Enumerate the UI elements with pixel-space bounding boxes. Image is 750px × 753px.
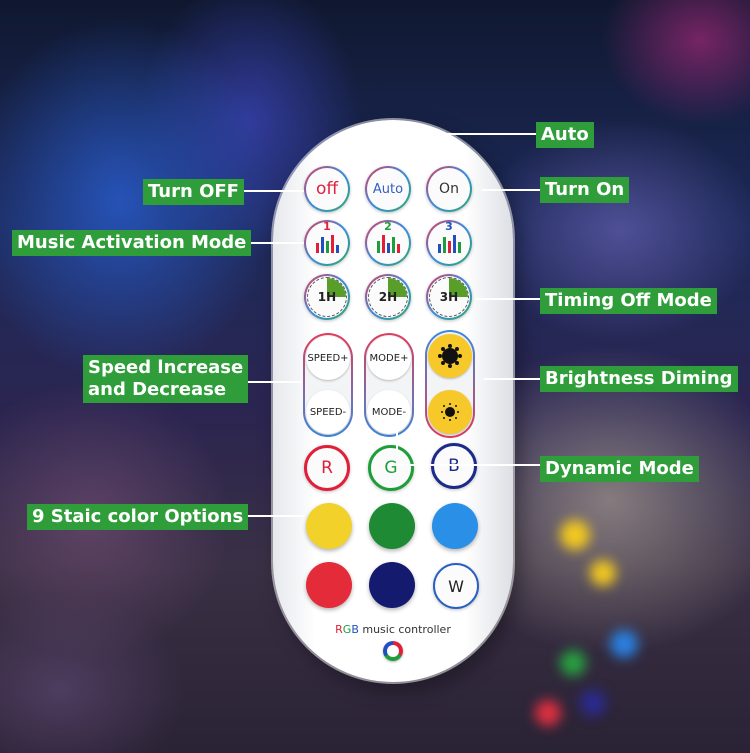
white-button[interactable]: W [433,563,479,609]
green-dynamic-button[interactable]: G [368,445,414,491]
clock-icon: 3H [429,277,469,317]
speed-label: Speed lncrease and Decrease [83,355,249,403]
clock-icon: 2H [368,277,408,317]
remote-control: off Auto On 1 2 3 1H 2H 3H SPEED+ [273,120,513,682]
turn-on-label: Turn On [540,177,630,203]
music-mode-label: Music Activation Mode [12,230,252,256]
callout-line [396,464,540,466]
bokeh-light [580,690,606,716]
dynamic-mode-label: Dynamic Mode [540,456,699,482]
green-color-button[interactable] [369,503,415,549]
callout-line [244,515,304,517]
static-color-label: 9 Staic color Options [27,504,249,530]
mode-down-button[interactable]: MODE- [367,390,411,434]
timing-off-label: Timing Off Mode [540,288,717,314]
sun-icon [442,348,458,364]
equalizer-icon: 3 [437,220,461,253]
turn-off-label: Turn OFF [143,179,244,205]
speed-up-button[interactable]: SPEED+ [306,336,350,380]
brand-logo-icon [383,641,403,661]
speed-rocker: SPEED+ SPEED- [303,333,353,437]
callout-line [396,432,398,454]
brightness-rocker [425,330,475,438]
red-color-button[interactable] [306,562,352,608]
brightness-up-button[interactable] [428,334,472,378]
red-dynamic-button[interactable]: R [304,445,350,491]
off-button[interactable]: off [304,166,350,212]
auto-button[interactable]: Auto [365,166,411,212]
brightness-label: Brightness Diming [540,366,738,392]
auto-label: Auto [536,122,594,148]
music-mode-2-button[interactable]: 2 [365,220,411,266]
callout-line [244,242,304,244]
equalizer-icon: 1 [315,220,339,253]
yellow-color-button[interactable] [306,503,352,549]
equalizer-icon: 2 [376,220,400,253]
callout-line [484,378,540,380]
callout-line [244,381,302,383]
bokeh-light [610,630,638,658]
timer-3h-button[interactable]: 3H [426,274,472,320]
auto-button-label: Auto [372,181,404,197]
speed-down-button[interactable]: SPEED- [306,390,350,434]
brand-text: RGB music controller [335,623,451,636]
callout-line [482,189,540,191]
blue-color-button[interactable] [432,503,478,549]
bokeh-light [560,650,586,676]
bokeh-light [560,520,590,550]
callout-line [476,298,540,300]
callout-line [244,190,304,192]
timer-2h-button[interactable]: 2H [365,274,411,320]
on-button-label: On [439,181,459,197]
music-mode-1-button[interactable]: 1 [304,220,350,266]
off-button-label: off [315,179,339,199]
on-button[interactable]: On [426,166,472,212]
music-mode-3-button[interactable]: 3 [426,220,472,266]
bokeh-light [590,560,616,586]
mode-up-button[interactable]: MODE+ [367,336,411,380]
sun-icon [445,407,455,417]
bokeh-light [535,700,561,726]
blue-dynamic-button[interactable]: B [431,443,477,489]
navy-color-button[interactable] [369,562,415,608]
callout-line [408,133,536,135]
mode-rocker: MODE+ MODE- [364,333,414,437]
brightness-down-button[interactable] [428,390,472,434]
timer-1h-button[interactable]: 1H [304,274,350,320]
clock-icon: 1H [307,277,347,317]
